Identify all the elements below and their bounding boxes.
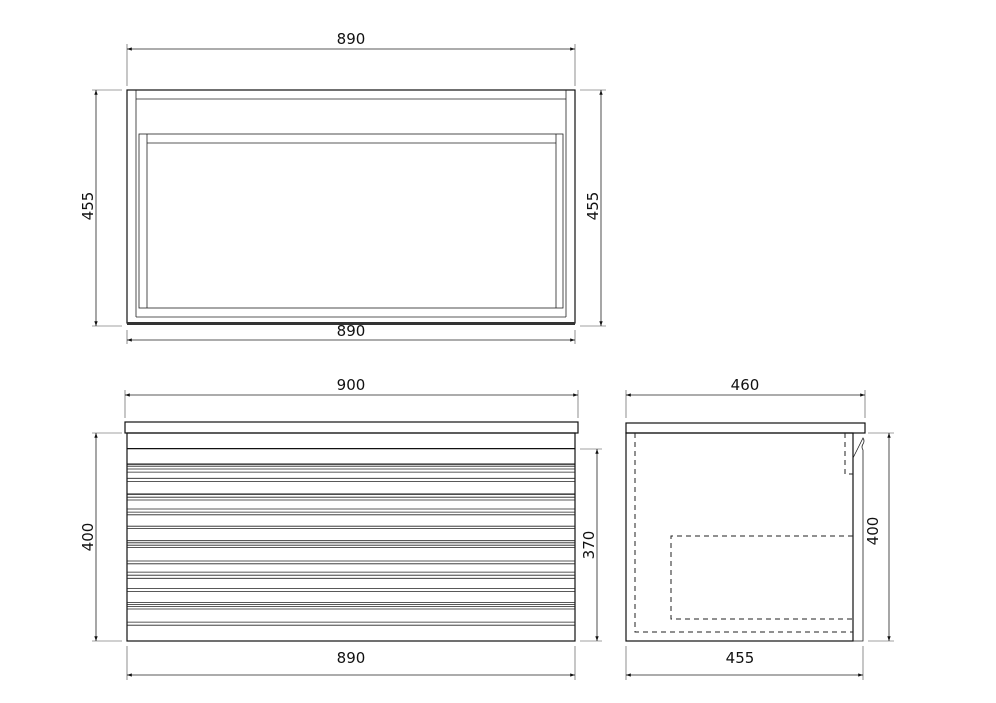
top-view-outline xyxy=(126,89,576,324)
hidden-handle-recess xyxy=(844,433,853,475)
side-top-depth-label: 460 xyxy=(731,376,760,394)
slat-lines xyxy=(127,448,575,626)
right-depth-label: 455 xyxy=(584,192,602,221)
drawer-front-profile xyxy=(852,437,865,642)
top-width-label: 890 xyxy=(337,30,366,48)
bottom-width-label: 890 xyxy=(337,322,366,340)
front-view: 900 400 370 890 xyxy=(79,376,602,680)
front-bottom-width-label: 890 xyxy=(337,649,366,667)
front-top-width-label: 900 xyxy=(337,376,366,394)
front-height-label: 400 xyxy=(79,523,97,552)
cabinet-body xyxy=(126,432,576,642)
hidden-drawer-box xyxy=(670,535,853,620)
countertop xyxy=(124,421,579,434)
hidden-carcass-line xyxy=(634,433,853,633)
drawer-box-outline xyxy=(138,133,564,309)
drawer-height-label: 370 xyxy=(580,531,598,560)
top-view: 890 455 455 890 xyxy=(79,30,606,344)
side-view: 460 400 455 xyxy=(625,376,894,680)
side-height-label: 400 xyxy=(864,517,882,546)
side-countertop xyxy=(625,422,866,434)
left-depth-label: 455 xyxy=(79,192,97,221)
side-body xyxy=(625,432,854,642)
side-bottom-depth-label: 455 xyxy=(726,649,755,667)
